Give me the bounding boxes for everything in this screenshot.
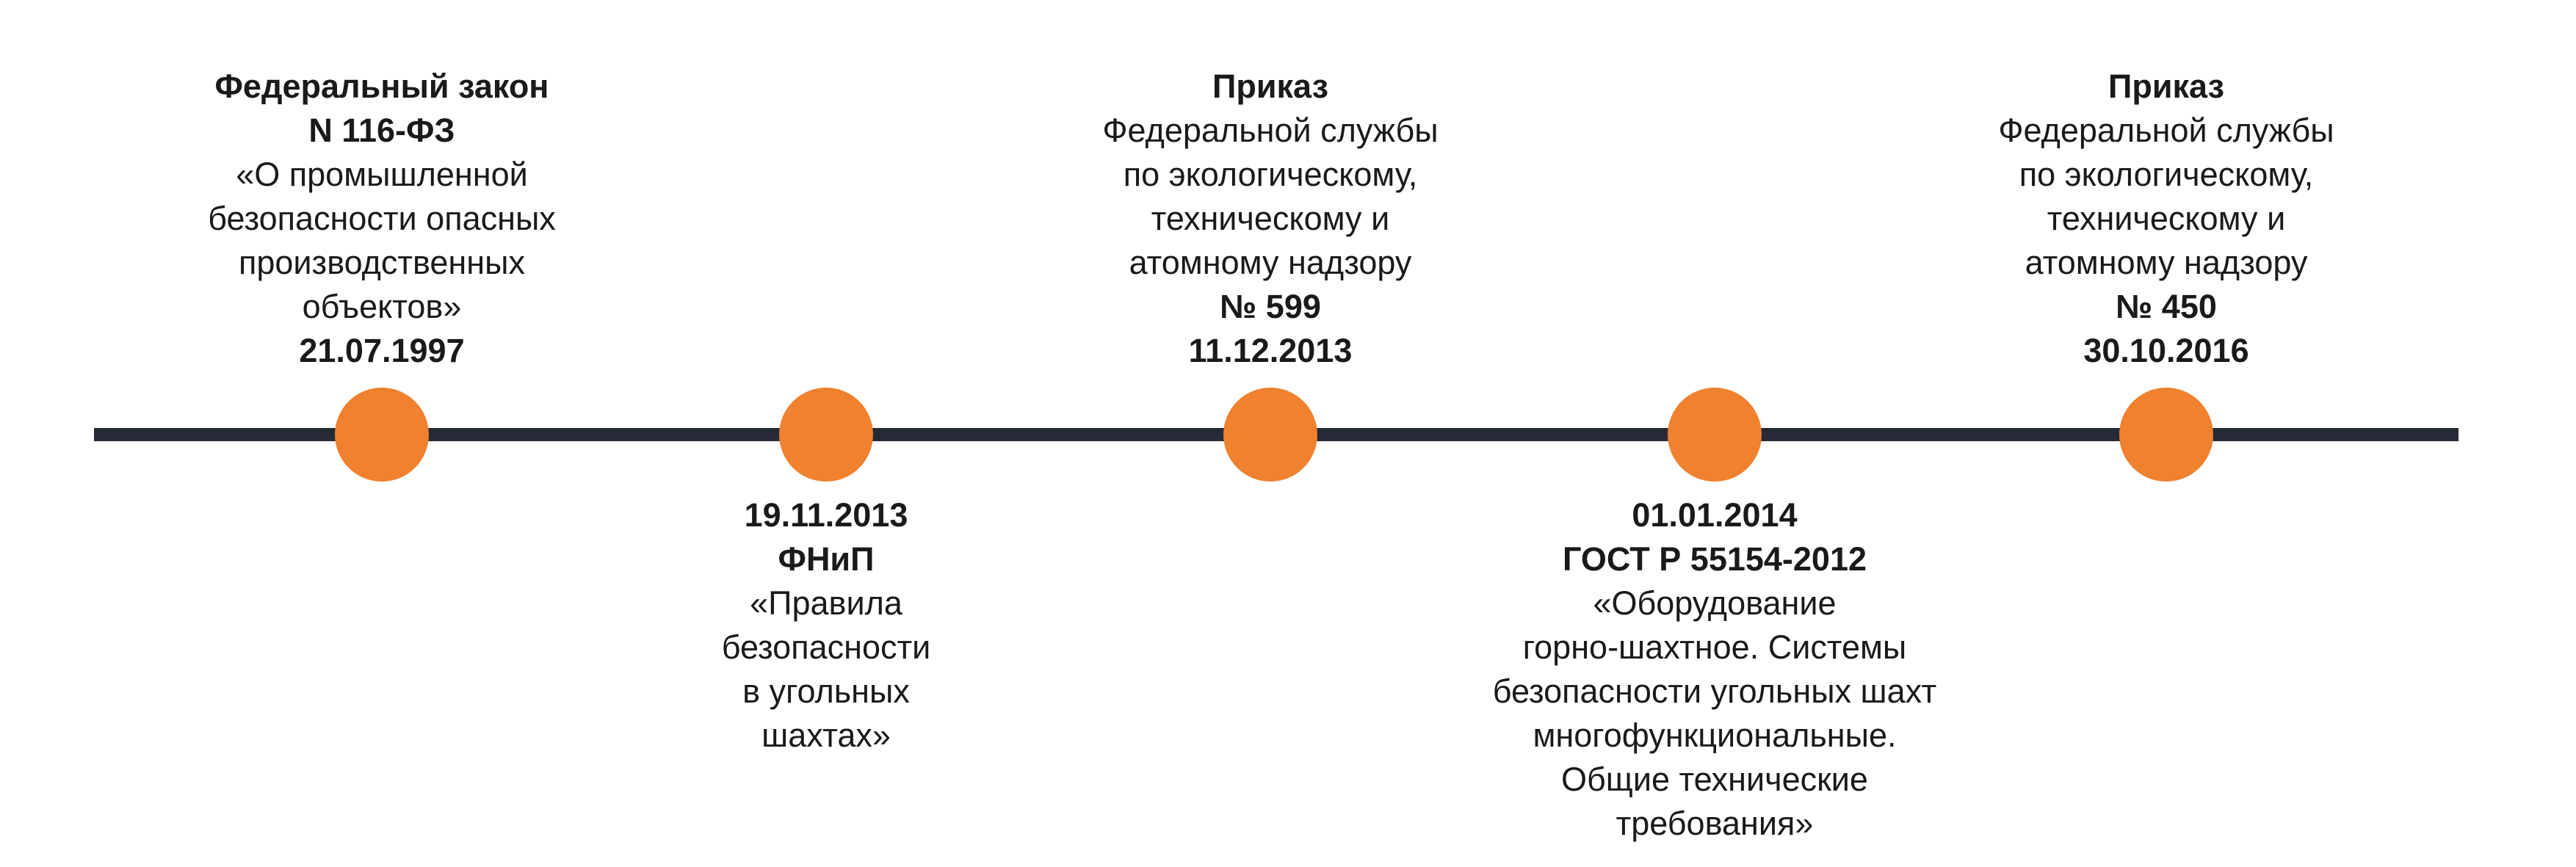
milestone-text-line: безопасности опасных bbox=[208, 200, 556, 237]
milestone-text-line: безопасности bbox=[721, 628, 931, 666]
milestone-text-line: Общие технические bbox=[1561, 761, 1868, 798]
milestone-text-line: N 116-ФЗ bbox=[308, 112, 455, 149]
milestone-text-line: 11.12.2013 bbox=[1188, 332, 1353, 369]
milestone-text-line: безопасности угольных шахт bbox=[1492, 672, 1937, 710]
milestone-text-line: 21.07.1997 bbox=[299, 332, 465, 369]
milestone-text-line: 01.01.2014 bbox=[1632, 496, 1798, 534]
milestone-text-line: Приказ bbox=[2108, 68, 2224, 105]
milestone-text-line: Федеральный закон bbox=[214, 68, 549, 105]
milestone-text-line: 30.10.2016 bbox=[2083, 332, 2249, 369]
milestone-text-line: 19.11.2013 bbox=[744, 496, 908, 534]
milestone-text-line: горно-шахтное. Системы bbox=[1522, 628, 1907, 666]
milestone-text-line: ГОСТ Р 55154-2012 bbox=[1562, 540, 1867, 578]
milestone-label-116-fz: Федеральный закон N 116-ФЗ «О промышленной… bbox=[103, 65, 661, 373]
milestone-text-line: ФНиП bbox=[778, 540, 875, 578]
milestone-text-line: техническому и bbox=[2047, 200, 2286, 237]
milestone-dot-fnip bbox=[779, 388, 873, 482]
milestone-text-line: «О промышленной bbox=[236, 156, 528, 193]
milestone-text-line: атомному надзору bbox=[1129, 244, 1412, 281]
milestone-text-line: по экологическому, bbox=[2019, 156, 2314, 193]
milestone-text-line: «Правила bbox=[750, 584, 902, 622]
milestone-text-line: по экологическому, bbox=[1123, 156, 1418, 193]
milestone-text-line: техническому и bbox=[1151, 200, 1390, 237]
milestone-dot-116-fz bbox=[335, 388, 429, 482]
milestone-dot-gost bbox=[1668, 388, 1762, 482]
milestone-text-line: Федеральной службы bbox=[1998, 112, 2334, 149]
milestone-text-line: шахтах» bbox=[761, 717, 891, 754]
milestone-text-line: Приказ bbox=[1212, 68, 1328, 105]
milestone-dot-prikaz-450 bbox=[2119, 388, 2213, 482]
milestone-text-line: объектов» bbox=[302, 288, 462, 325]
milestone-text-line: Федеральной службы bbox=[1102, 112, 1439, 149]
milestone-text-line: № 599 bbox=[1220, 288, 1321, 325]
milestone-text-line: атомному надзору bbox=[2025, 244, 2308, 281]
milestone-text-line: «Оборудование bbox=[1593, 584, 1837, 622]
milestone-text-line: в угольных bbox=[742, 672, 910, 710]
milestone-text-line: требования» bbox=[1616, 805, 1814, 842]
milestone-text-line: № 450 bbox=[2116, 288, 2217, 325]
milestone-text-line: производственных bbox=[239, 244, 525, 281]
milestone-dot-prikaz-599 bbox=[1223, 388, 1317, 482]
milestone-text-line: многофункциональные. bbox=[1533, 717, 1897, 754]
